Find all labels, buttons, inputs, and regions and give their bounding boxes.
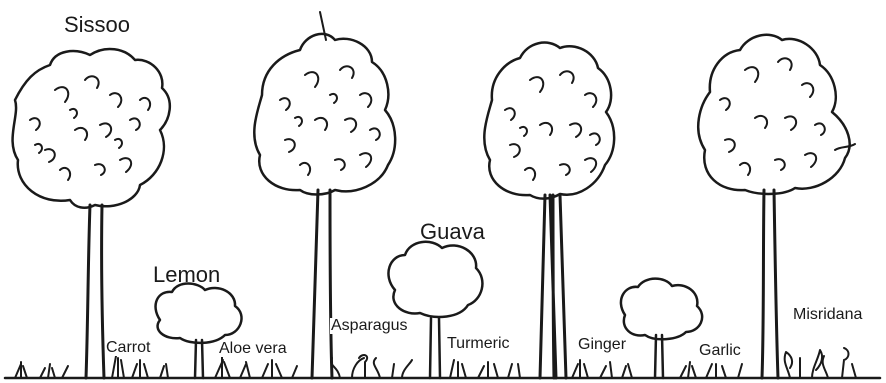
label-guava: Guava <box>420 221 485 243</box>
label-aloe-vera: Aloe vera <box>218 341 288 357</box>
label-garlic: Garlic <box>698 343 742 359</box>
label-asparagus: Asparagus <box>330 318 409 334</box>
label-turmeric: Turmeric <box>446 336 511 352</box>
guava-tree <box>388 242 482 378</box>
tall-tree-4 <box>698 35 855 378</box>
label-lemon: Lemon <box>153 264 220 286</box>
label-misridana: Misridana <box>792 307 863 323</box>
label-ginger: Ginger <box>577 337 627 353</box>
tall-tree-3 <box>484 43 614 378</box>
label-carrot: Carrot <box>105 340 151 356</box>
sissoo-tree <box>13 49 170 378</box>
label-sissoo: Sissoo <box>64 14 130 36</box>
lemon-tree <box>156 284 242 379</box>
